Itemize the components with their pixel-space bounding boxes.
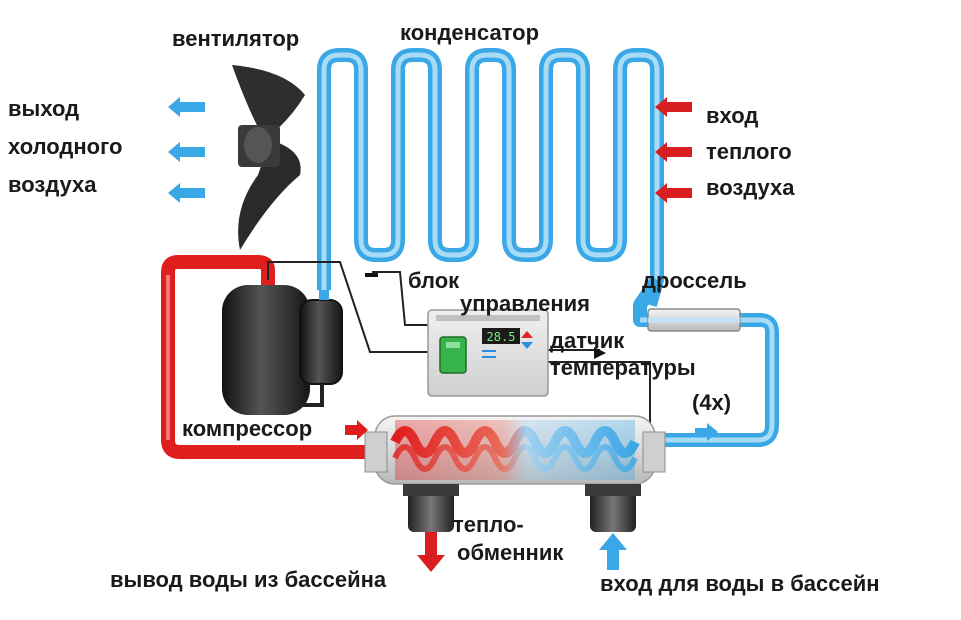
outlet-flow-arrow — [695, 423, 718, 441]
hot-pipe — [161, 255, 375, 459]
label-warm-air-3: воздуха — [706, 175, 795, 200]
label-cold-air-3: воздуха — [8, 172, 97, 197]
label-heat-exchanger-2: обменник — [457, 540, 564, 565]
cold-return-pipe — [633, 276, 779, 447]
compressor — [222, 285, 343, 415]
label-control-unit-2: управления — [460, 291, 591, 316]
control-wiring — [267, 261, 651, 430]
label-cold-air-1: выход — [8, 96, 80, 121]
label-fan: вентилятор — [172, 26, 300, 51]
controller-display: 28.5 — [487, 330, 516, 344]
down-arrow-icon[interactable] — [521, 342, 533, 349]
throttle-valve — [647, 308, 741, 332]
water-out-arrow — [417, 532, 445, 572]
warm-air-arrows — [655, 97, 692, 203]
label-warm-air-2: теплого — [706, 139, 792, 164]
label-throttle: дроссель — [642, 268, 747, 293]
label-cold-air-2: холодного — [8, 134, 123, 159]
label-compressor: компрессор — [182, 416, 313, 441]
condenser-coil — [317, 48, 664, 307]
control-unit: 28.5 — [427, 309, 549, 397]
cold-air-arrows — [168, 97, 205, 203]
refrigerant-flow-arrow — [345, 420, 368, 440]
label-warm-air-1: вход — [706, 103, 759, 128]
label-temp-sensor-2: температуры — [550, 355, 696, 380]
fan-icon — [232, 65, 305, 250]
heat-exchanger — [364, 415, 666, 532]
water-in-arrow — [599, 533, 627, 570]
label-heat-exchanger-1: тепло- — [453, 512, 524, 537]
label-water-out: вывод воды из бассейна — [110, 567, 387, 592]
label-water-in: вход для воды в бассейн — [600, 571, 880, 596]
label-temp-sensor-1: датчик — [550, 328, 625, 353]
label-control-unit-1: блок — [408, 268, 460, 293]
label-condenser: конденсатор — [400, 20, 540, 45]
sensor-probe-tip — [594, 347, 606, 359]
up-arrow-icon[interactable] — [521, 331, 533, 338]
label-sensor-count: (4x) — [692, 390, 732, 415]
